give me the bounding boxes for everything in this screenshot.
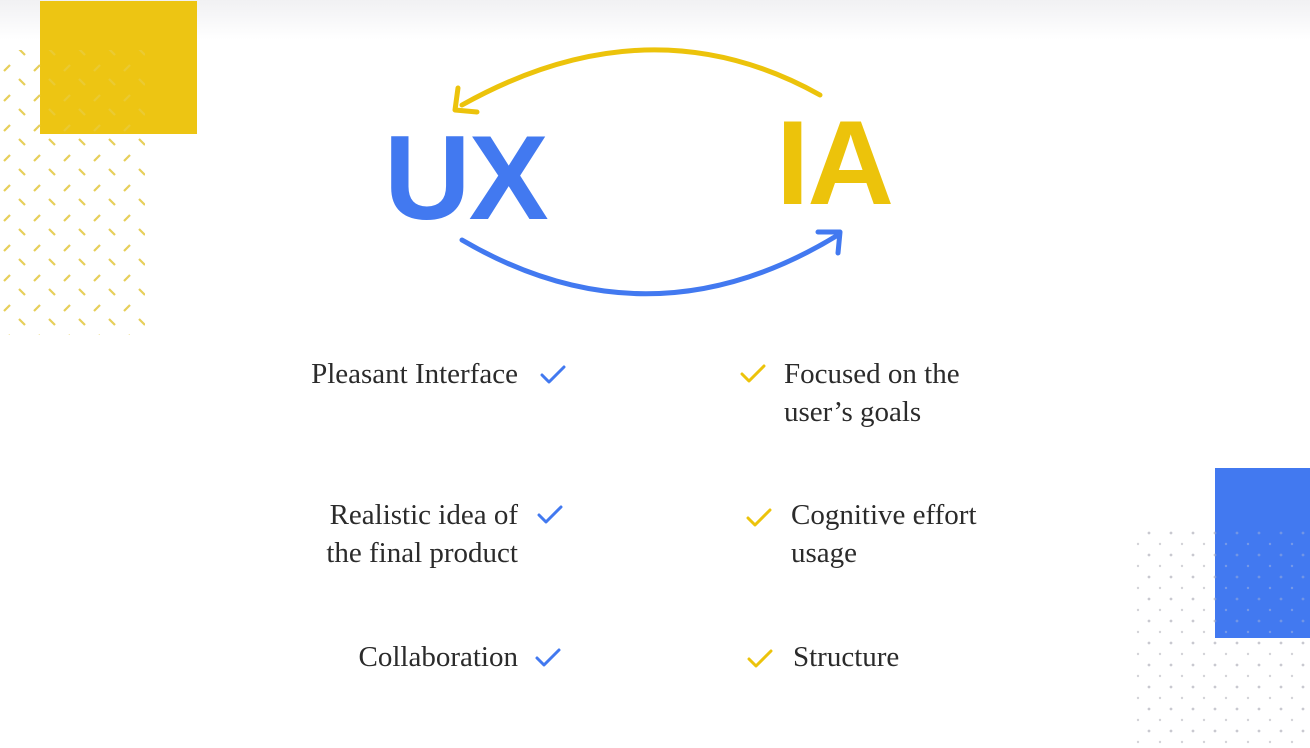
ia-item-structure: Structure [793,641,900,673]
check-icon [747,649,773,668]
ia-heading: IA [776,96,894,230]
ux-item-pleasant-interface: Pleasant Interface [311,358,518,390]
ux-heading: UX [384,111,549,245]
arrow-ia-to-ux [452,47,823,115]
ia-item-focused-goals: Focused on the user’s goals [784,358,960,428]
ia-item-cognitive-effort: Cognitive effort usage [791,499,977,569]
top-shade [0,0,1310,40]
check-icon [540,365,566,384]
check-icon [535,648,561,667]
check-icon [740,364,766,383]
ux-item-collaboration: Collaboration [358,641,518,673]
check-icon [537,505,563,524]
ux-item-realistic-idea: Realistic idea of the final product [326,499,518,569]
arrow-ux-to-ia [459,229,843,297]
check-icon [746,508,772,527]
